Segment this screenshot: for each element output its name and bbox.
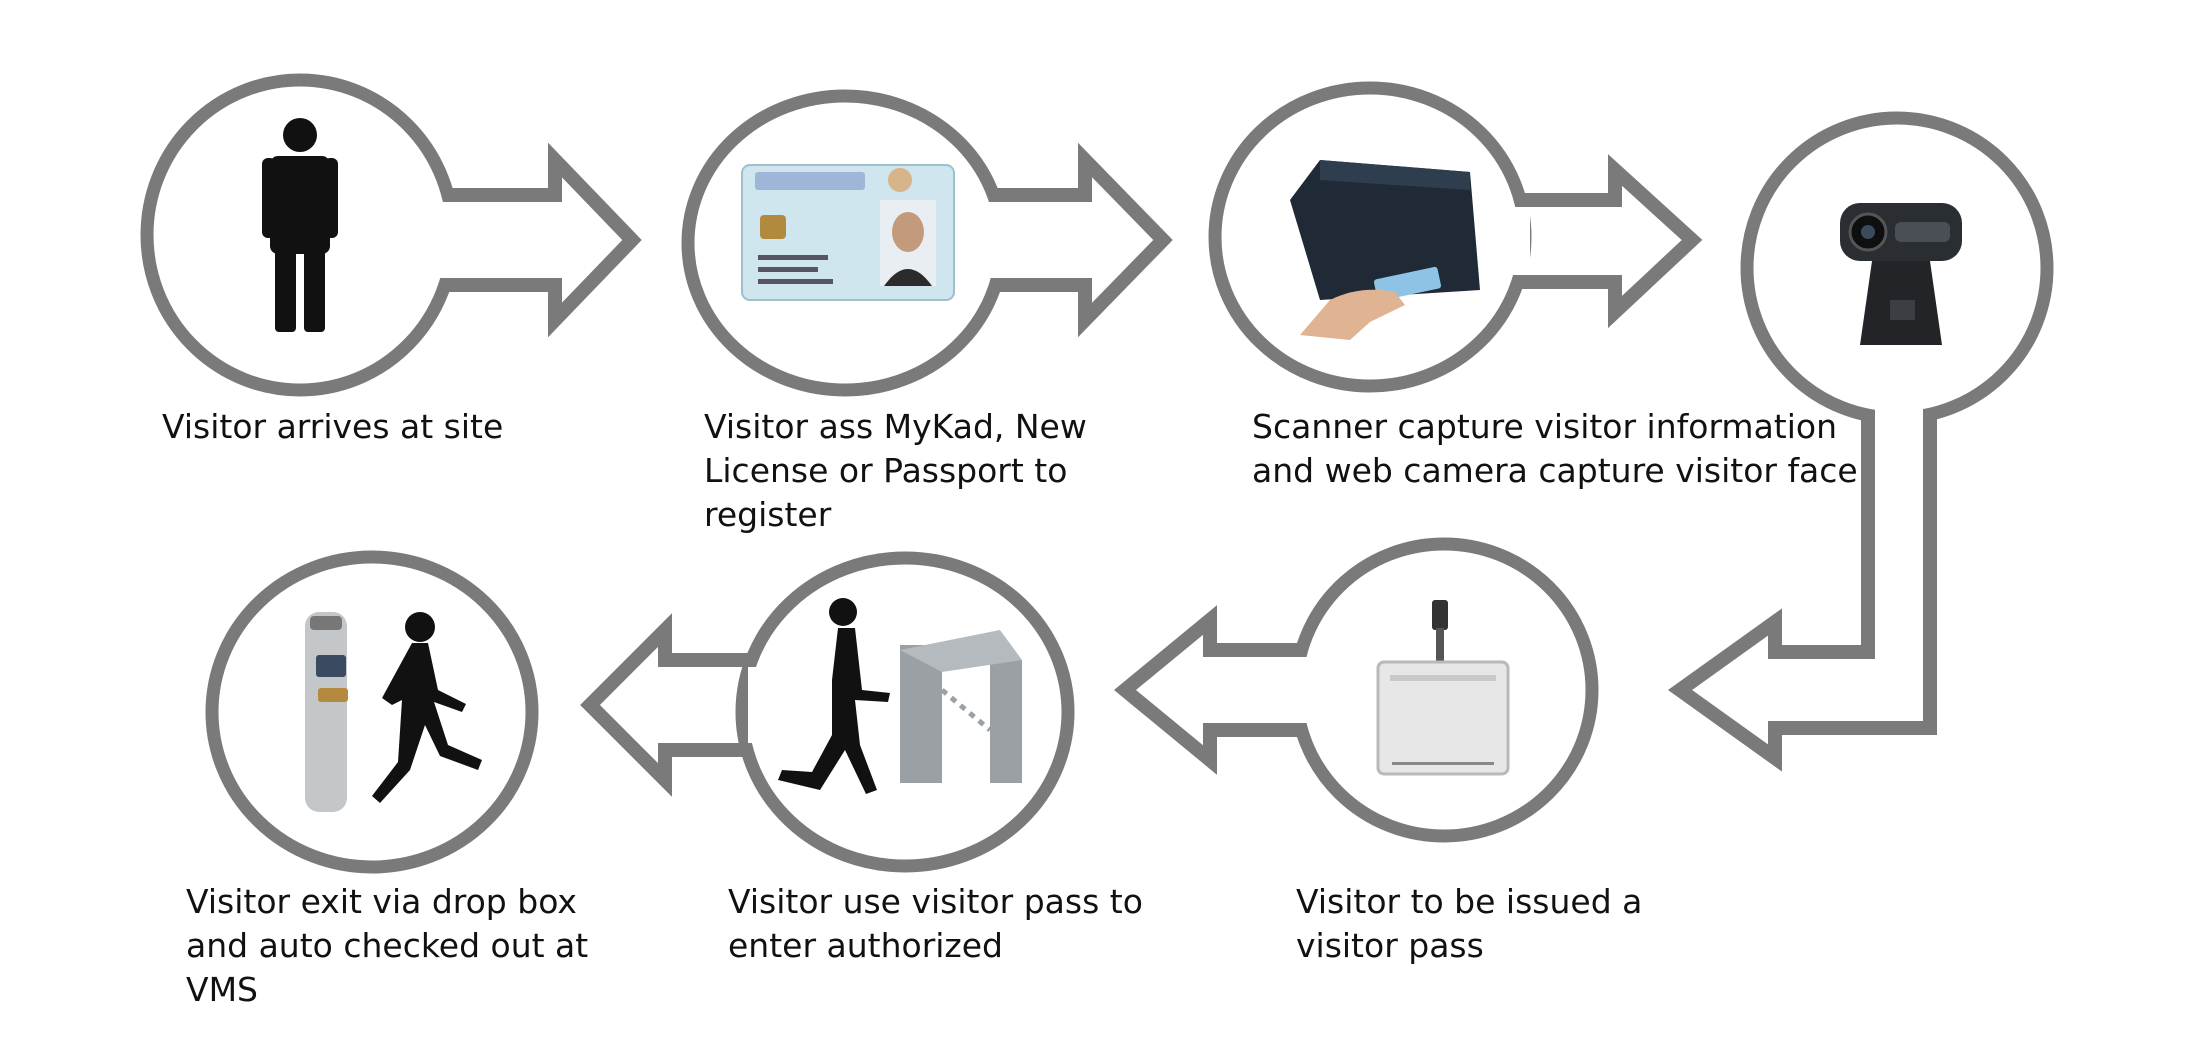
caption-line: VMS — [186, 970, 258, 1009]
drop-box-exit-icon — [305, 612, 482, 812]
caption-line: and auto checked out at — [186, 926, 589, 965]
arrow-arrive-to-register — [433, 142, 642, 338]
caption-pass: Visitor to be issued a visitor pass — [1296, 880, 1642, 968]
step-ring-exit — [205, 550, 539, 874]
arrow-pass-to-enter — [1113, 605, 1309, 775]
visitor-pass-badge-icon — [1376, 600, 1510, 776]
turnstile-gate-icon — [778, 598, 1022, 794]
caption-line: visitor pass — [1296, 926, 1484, 965]
standing-person-icon — [262, 118, 338, 332]
caption-line: register — [704, 495, 832, 534]
id-card-icon — [741, 164, 955, 301]
caption-line: Visitor ass MyKad, New — [704, 407, 1087, 446]
caption-line: License or Passport to — [704, 451, 1068, 490]
caption-line: Visitor use visitor pass to — [728, 882, 1143, 921]
web-camera-icon — [1840, 203, 1962, 345]
caption-line: and web camera capture visitor face — [1252, 451, 1858, 490]
caption-scan: Scanner capture visitor information and … — [1252, 405, 1858, 493]
arrow-camera-to-pass — [1667, 413, 1937, 772]
arrow-register-to-scan — [983, 142, 1173, 338]
arrow-scan-to-camera — [1503, 154, 1703, 329]
caption-line: Visitor to be issued a — [1296, 882, 1643, 921]
caption-line: Visitor exit via drop box — [186, 882, 577, 921]
caption-exit: Visitor exit via drop box and auto check… — [186, 880, 588, 1012]
caption-register: Visitor ass MyKad, New License or Passpo… — [704, 405, 1087, 537]
caption-arrive: Visitor arrives at site — [162, 405, 503, 449]
caption-line: Scanner capture visitor information — [1252, 407, 1838, 446]
caption-enter: Visitor use visitor pass to enter author… — [728, 880, 1143, 968]
caption-line: enter authorized — [728, 926, 1004, 965]
caption-line: Visitor arrives at site — [162, 407, 504, 446]
card-scanner-icon — [1290, 160, 1480, 340]
